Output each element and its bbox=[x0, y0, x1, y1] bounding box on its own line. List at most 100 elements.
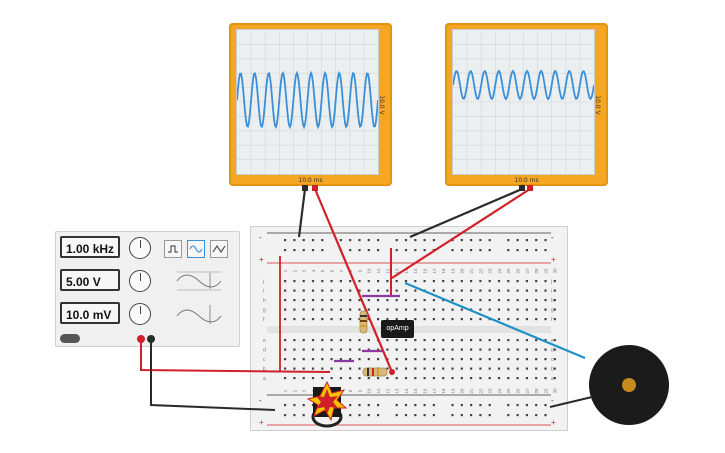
svg-text:f: f bbox=[263, 317, 265, 323]
oscilloscope-left-graph bbox=[237, 30, 378, 174]
svg-text:22: 22 bbox=[478, 268, 483, 274]
oscilloscope-left-screen bbox=[236, 29, 379, 175]
oscilloscope-right-volt-label: 10.0 V bbox=[593, 94, 601, 115]
svg-text:g: g bbox=[263, 308, 266, 314]
svg-text:1: 1 bbox=[283, 269, 288, 272]
oscilloscope-right-screen bbox=[452, 29, 595, 175]
svg-text:30: 30 bbox=[553, 388, 558, 394]
svg-text:25: 25 bbox=[506, 388, 511, 394]
svg-text:20: 20 bbox=[460, 268, 465, 274]
svg-text:j: j bbox=[262, 279, 264, 285]
amplitude-display: 5.00 V bbox=[60, 269, 120, 291]
svg-text:17: 17 bbox=[432, 388, 437, 394]
svg-text:b: b bbox=[263, 367, 266, 373]
triangle-wave-button[interactable] bbox=[210, 240, 228, 258]
svg-text:4: 4 bbox=[311, 269, 316, 272]
svg-text:17: 17 bbox=[432, 268, 437, 274]
svg-text:2: 2 bbox=[292, 269, 297, 272]
amplitude-graphic-icon bbox=[176, 271, 222, 291]
frequency-knob[interactable] bbox=[129, 237, 151, 259]
svg-text:18: 18 bbox=[441, 268, 446, 274]
svg-text:13: 13 bbox=[395, 388, 400, 394]
svg-text:1: 1 bbox=[283, 389, 288, 392]
svg-text:13: 13 bbox=[395, 268, 400, 274]
dc-offset-display: 10.0 mV bbox=[60, 302, 120, 324]
svg-text:10: 10 bbox=[367, 388, 372, 394]
svg-text:5: 5 bbox=[320, 269, 325, 272]
svg-text:28: 28 bbox=[534, 268, 539, 274]
svg-text:21: 21 bbox=[469, 268, 474, 274]
svg-text:i: i bbox=[263, 289, 264, 295]
oscilloscope-left-volt-label: 10.0 V bbox=[377, 94, 385, 115]
svg-text:26: 26 bbox=[516, 388, 521, 394]
svg-text:6: 6 bbox=[330, 269, 335, 272]
svg-text:4: 4 bbox=[311, 389, 316, 392]
svg-text:9: 9 bbox=[357, 389, 362, 392]
oscilloscope-left[interactable]: 10.0 ms 10.0 V bbox=[229, 23, 392, 186]
svg-text:24: 24 bbox=[497, 388, 502, 394]
svg-text:h: h bbox=[551, 298, 554, 304]
svg-text:i: i bbox=[551, 289, 552, 295]
svg-text:18: 18 bbox=[441, 388, 446, 394]
sine-wave-button[interactable] bbox=[187, 240, 205, 258]
amplitude-knob[interactable] bbox=[129, 270, 151, 292]
svg-text:30: 30 bbox=[553, 268, 558, 274]
square-wave-button[interactable] bbox=[164, 240, 182, 258]
svg-text:a: a bbox=[551, 376, 554, 382]
svg-text:j: j bbox=[550, 279, 552, 285]
svg-text:9: 9 bbox=[357, 269, 362, 272]
svg-text:27: 27 bbox=[525, 268, 530, 274]
svg-text:11: 11 bbox=[376, 388, 381, 393]
svg-text:23: 23 bbox=[488, 388, 493, 394]
svg-text:10: 10 bbox=[367, 268, 372, 274]
svg-text:8: 8 bbox=[348, 269, 353, 272]
svg-text:15: 15 bbox=[413, 268, 418, 274]
triangle-wave-icon bbox=[212, 244, 226, 254]
svg-text:6: 6 bbox=[330, 389, 335, 392]
svg-text:14: 14 bbox=[404, 388, 409, 394]
svg-text:g: g bbox=[551, 308, 554, 314]
svg-text:h: h bbox=[263, 298, 266, 304]
svg-text:12: 12 bbox=[385, 268, 390, 274]
piezo-buzzer[interactable] bbox=[589, 345, 669, 425]
svg-text:2: 2 bbox=[292, 389, 297, 392]
oscilloscope-right-graph bbox=[453, 30, 594, 174]
svg-text:24: 24 bbox=[497, 268, 502, 274]
svg-text:b: b bbox=[551, 367, 554, 373]
svg-text:8: 8 bbox=[348, 389, 353, 392]
svg-text:7: 7 bbox=[339, 389, 344, 392]
offset-graphic-icon bbox=[176, 305, 222, 324]
oscilloscope-right[interactable]: 10.0 ms 10.0 V bbox=[445, 23, 608, 186]
svg-text:16: 16 bbox=[423, 268, 428, 274]
svg-text:c: c bbox=[263, 357, 266, 363]
svg-text:+: + bbox=[551, 418, 556, 427]
svg-text:c: c bbox=[551, 357, 554, 363]
power-switch[interactable] bbox=[60, 334, 80, 343]
svg-text:21: 21 bbox=[469, 388, 474, 394]
svg-text:-: - bbox=[551, 233, 554, 242]
svg-text:+: + bbox=[259, 418, 264, 427]
svg-text:16: 16 bbox=[423, 388, 428, 394]
svg-text:29: 29 bbox=[543, 268, 548, 274]
svg-text:+: + bbox=[259, 255, 264, 264]
svg-text:25: 25 bbox=[506, 268, 511, 274]
square-wave-icon bbox=[168, 245, 178, 253]
svg-text:20: 20 bbox=[460, 388, 465, 394]
function-generator[interactable]: 1.00 kHz 5.00 V 10.0 mV bbox=[55, 231, 240, 347]
svg-text:23: 23 bbox=[488, 268, 493, 274]
frequency-display: 1.00 kHz bbox=[60, 236, 120, 258]
opamp-chip[interactable]: opAmp bbox=[381, 320, 414, 338]
svg-text:29: 29 bbox=[543, 388, 548, 394]
buzzer-center bbox=[622, 378, 636, 392]
svg-text:e: e bbox=[263, 338, 266, 344]
svg-text:12: 12 bbox=[385, 388, 390, 394]
dc-offset-knob[interactable] bbox=[129, 303, 151, 325]
svg-text:e: e bbox=[551, 338, 554, 344]
svg-text:-: - bbox=[551, 396, 554, 405]
svg-text:d: d bbox=[263, 348, 266, 354]
svg-text:27: 27 bbox=[525, 388, 530, 394]
svg-text:15: 15 bbox=[413, 388, 418, 394]
svg-text:11: 11 bbox=[376, 268, 381, 273]
svg-text:f: f bbox=[551, 317, 553, 323]
svg-text:19: 19 bbox=[450, 388, 455, 394]
